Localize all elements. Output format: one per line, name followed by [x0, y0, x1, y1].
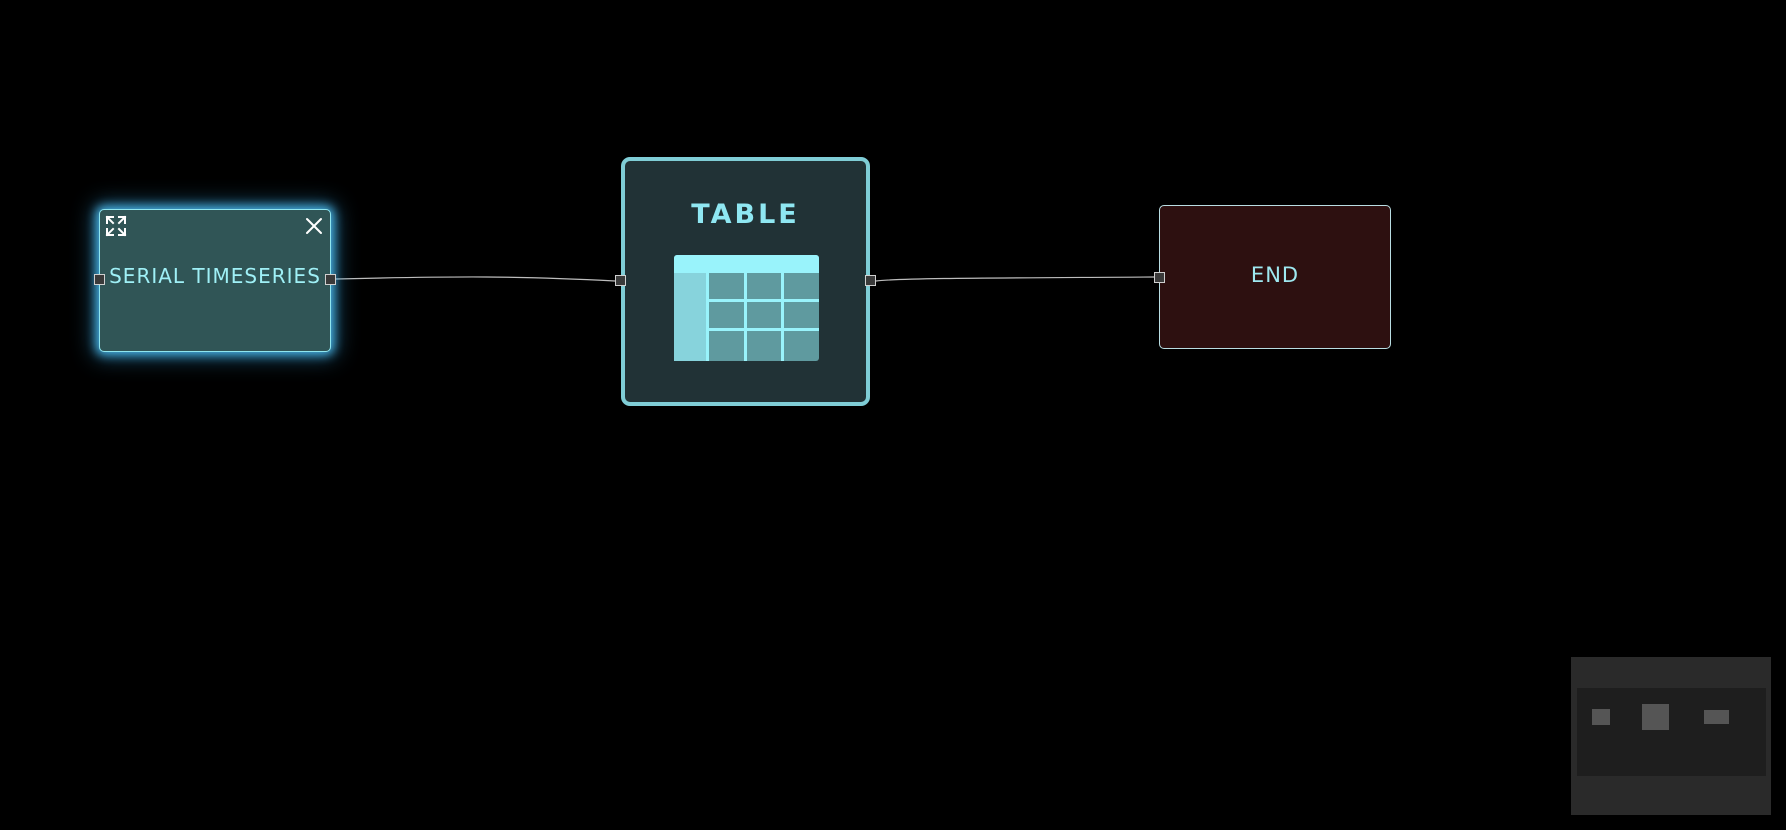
edge-serial-to-table[interactable]	[335, 276, 616, 282]
node-title: TABLE	[691, 199, 800, 230]
serial-input-port[interactable]	[94, 274, 105, 285]
expand-icon[interactable]	[104, 214, 128, 238]
node-serial-timeseries[interactable]: SERIAL TIMESERIES	[99, 209, 331, 352]
minimap-node-end	[1704, 710, 1729, 724]
serial-output-port[interactable]	[325, 274, 336, 285]
table-grid-icon	[674, 255, 819, 361]
minimap[interactable]	[1571, 657, 1771, 815]
node-label: END	[1250, 263, 1300, 287]
minimap-node-table	[1642, 704, 1669, 730]
minimap-viewport[interactable]	[1577, 688, 1766, 776]
node-table[interactable]: TABLE	[621, 157, 870, 406]
minimap-node-serial	[1592, 709, 1610, 725]
node-end[interactable]: END	[1159, 205, 1391, 349]
table-input-port[interactable]	[615, 275, 626, 286]
node-label: SERIAL TIMESERIES	[109, 264, 321, 288]
end-input-port[interactable]	[1154, 272, 1165, 283]
close-icon[interactable]	[302, 214, 326, 238]
table-output-port[interactable]	[865, 275, 876, 286]
edge-table-to-end[interactable]	[875, 276, 1155, 282]
